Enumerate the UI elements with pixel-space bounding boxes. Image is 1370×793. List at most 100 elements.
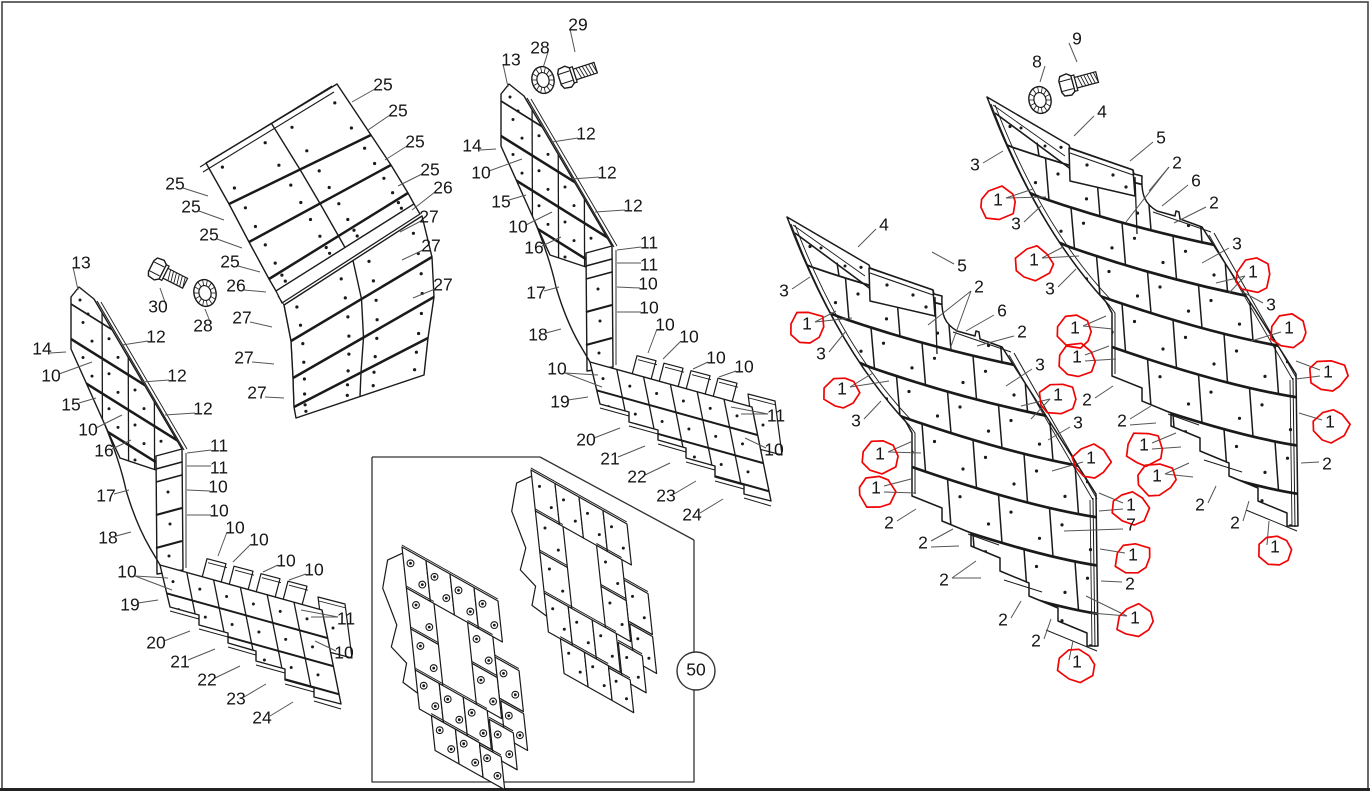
- svg-text:10: 10: [249, 530, 269, 550]
- svg-text:11: 11: [210, 458, 228, 478]
- svg-text:24: 24: [252, 708, 272, 728]
- svg-text:12: 12: [576, 124, 595, 144]
- svg-text:14: 14: [32, 339, 52, 359]
- svg-text:2: 2: [1125, 574, 1135, 594]
- svg-text:20: 20: [576, 430, 596, 450]
- svg-text:12: 12: [146, 327, 165, 347]
- svg-text:12: 12: [193, 399, 212, 419]
- svg-text:8: 8: [1032, 52, 1042, 72]
- svg-text:22: 22: [197, 670, 216, 690]
- svg-text:24: 24: [682, 505, 702, 525]
- svg-text:1: 1: [1086, 448, 1096, 468]
- svg-text:3: 3: [1011, 214, 1021, 234]
- svg-text:1: 1: [1152, 466, 1162, 486]
- svg-text:1: 1: [1070, 318, 1080, 338]
- svg-text:3: 3: [1232, 234, 1242, 254]
- svg-text:18: 18: [98, 528, 117, 548]
- svg-text:23: 23: [656, 486, 675, 506]
- svg-text:19: 19: [120, 595, 139, 615]
- svg-text:1: 1: [1029, 250, 1039, 270]
- svg-text:10: 10: [78, 420, 98, 440]
- svg-text:2: 2: [974, 277, 984, 297]
- svg-text:11: 11: [640, 233, 658, 253]
- svg-text:10: 10: [471, 163, 491, 183]
- svg-text:12: 12: [623, 196, 642, 216]
- svg-text:1: 1: [1139, 435, 1149, 455]
- svg-text:1: 1: [1248, 262, 1258, 282]
- svg-text:27: 27: [419, 207, 438, 227]
- svg-text:25: 25: [220, 252, 239, 272]
- svg-text:1: 1: [1128, 545, 1138, 565]
- svg-text:1: 1: [1072, 347, 1082, 367]
- svg-text:26: 26: [433, 178, 452, 198]
- svg-text:50: 50: [686, 660, 706, 680]
- svg-text:3: 3: [779, 281, 789, 301]
- svg-text:1: 1: [875, 444, 885, 464]
- svg-text:13: 13: [501, 50, 520, 70]
- svg-text:2: 2: [1209, 193, 1219, 213]
- svg-text:22: 22: [627, 467, 646, 487]
- svg-text:10: 10: [706, 348, 726, 368]
- svg-text:10: 10: [547, 359, 567, 379]
- svg-text:10: 10: [304, 560, 324, 580]
- svg-text:23: 23: [226, 689, 245, 709]
- svg-text:12: 12: [597, 163, 616, 183]
- svg-text:1: 1: [1053, 385, 1063, 405]
- svg-text:2: 2: [1322, 454, 1332, 474]
- svg-text:2: 2: [884, 513, 894, 533]
- svg-text:15: 15: [61, 395, 80, 415]
- svg-text:3: 3: [1035, 355, 1045, 375]
- svg-text:1: 1: [1270, 537, 1280, 557]
- svg-text:25: 25: [405, 132, 424, 152]
- svg-text:15: 15: [491, 192, 510, 212]
- svg-text:20: 20: [146, 633, 166, 653]
- svg-text:1: 1: [802, 314, 812, 334]
- svg-text:25: 25: [373, 75, 392, 95]
- svg-text:28: 28: [530, 38, 549, 58]
- svg-text:2: 2: [998, 610, 1008, 630]
- svg-text:10: 10: [41, 366, 61, 386]
- svg-text:3: 3: [970, 155, 980, 175]
- svg-text:5: 5: [957, 256, 967, 276]
- svg-text:10: 10: [679, 327, 699, 347]
- svg-text:25: 25: [165, 174, 184, 194]
- svg-text:21: 21: [600, 449, 619, 469]
- svg-text:2: 2: [1172, 153, 1182, 173]
- svg-text:12: 12: [167, 366, 186, 386]
- svg-text:25: 25: [199, 225, 218, 245]
- svg-text:27: 27: [232, 308, 251, 328]
- svg-text:6: 6: [997, 301, 1007, 321]
- svg-text:16: 16: [94, 441, 113, 461]
- svg-text:27: 27: [234, 348, 253, 368]
- svg-text:11: 11: [640, 255, 658, 275]
- svg-text:3: 3: [851, 411, 861, 431]
- svg-text:19: 19: [550, 392, 569, 412]
- svg-text:1: 1: [1323, 362, 1333, 382]
- svg-text:2: 2: [1230, 513, 1240, 533]
- svg-text:1: 1: [1284, 318, 1294, 338]
- svg-text:3: 3: [1045, 279, 1055, 299]
- svg-text:3: 3: [1266, 295, 1276, 315]
- svg-text:10: 10: [117, 562, 137, 582]
- svg-text:2: 2: [1195, 495, 1205, 515]
- svg-text:6: 6: [1191, 171, 1201, 191]
- svg-text:4: 4: [1097, 102, 1107, 122]
- svg-text:10: 10: [638, 274, 658, 294]
- svg-text:13: 13: [71, 253, 90, 273]
- svg-text:21: 21: [170, 652, 189, 672]
- svg-text:1: 1: [1072, 652, 1082, 672]
- svg-text:29: 29: [568, 15, 587, 35]
- svg-text:3: 3: [1073, 413, 1083, 433]
- svg-text:10: 10: [639, 298, 659, 318]
- svg-text:16: 16: [524, 238, 543, 258]
- svg-text:14: 14: [462, 136, 482, 156]
- svg-text:1: 1: [993, 190, 1003, 210]
- svg-text:3: 3: [816, 344, 826, 364]
- svg-text:2: 2: [1031, 631, 1041, 651]
- svg-text:2: 2: [918, 533, 928, 553]
- svg-text:10: 10: [508, 217, 528, 237]
- svg-text:2: 2: [939, 570, 949, 590]
- svg-text:10: 10: [734, 357, 754, 377]
- svg-text:10: 10: [225, 518, 245, 538]
- svg-text:4: 4: [879, 215, 889, 235]
